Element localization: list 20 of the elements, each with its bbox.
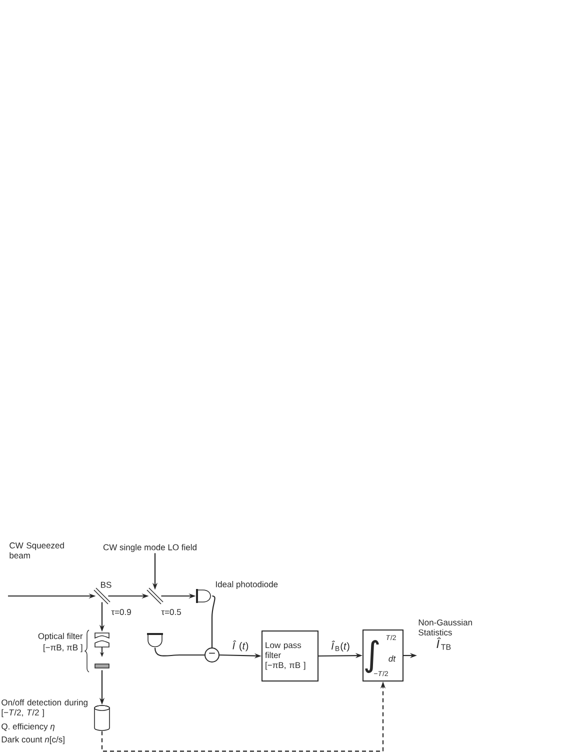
filter-box: Low pass filter [−πB, πB ] <box>262 630 318 682</box>
component-label: On/off detection during [−T/2, T/2 ] <box>2 699 88 718</box>
component-label: Optical filter <box>38 632 83 641</box>
edge-label: Î (t) <box>231 640 250 652</box>
edge-label: Î$_{B}$(t) <box>330 640 351 653</box>
beam-splitter <box>146 588 164 604</box>
component-label: τ=0.5 <box>161 609 181 615</box>
component-label: BS <box>101 582 112 588</box>
output-label: Non-Gaussian Statistics Î$_{TB}$ <box>418 619 472 650</box>
component-label: τ=0.9 <box>111 609 131 615</box>
component-label: Q. efficiency η <box>2 723 55 732</box>
component-label: [−πB, πB ] <box>44 644 82 652</box>
source-label: CW single mode LO field <box>103 544 196 552</box>
source-label: CW Squeezed beam <box>10 542 64 558</box>
optical-filter <box>94 632 110 668</box>
photodiode <box>147 633 163 648</box>
photodiode <box>196 589 211 603</box>
component-label: Dark count n[c/s] <box>2 736 64 744</box>
component-label: Ideal photodiode <box>216 581 278 589</box>
photon-counter <box>94 705 110 731</box>
